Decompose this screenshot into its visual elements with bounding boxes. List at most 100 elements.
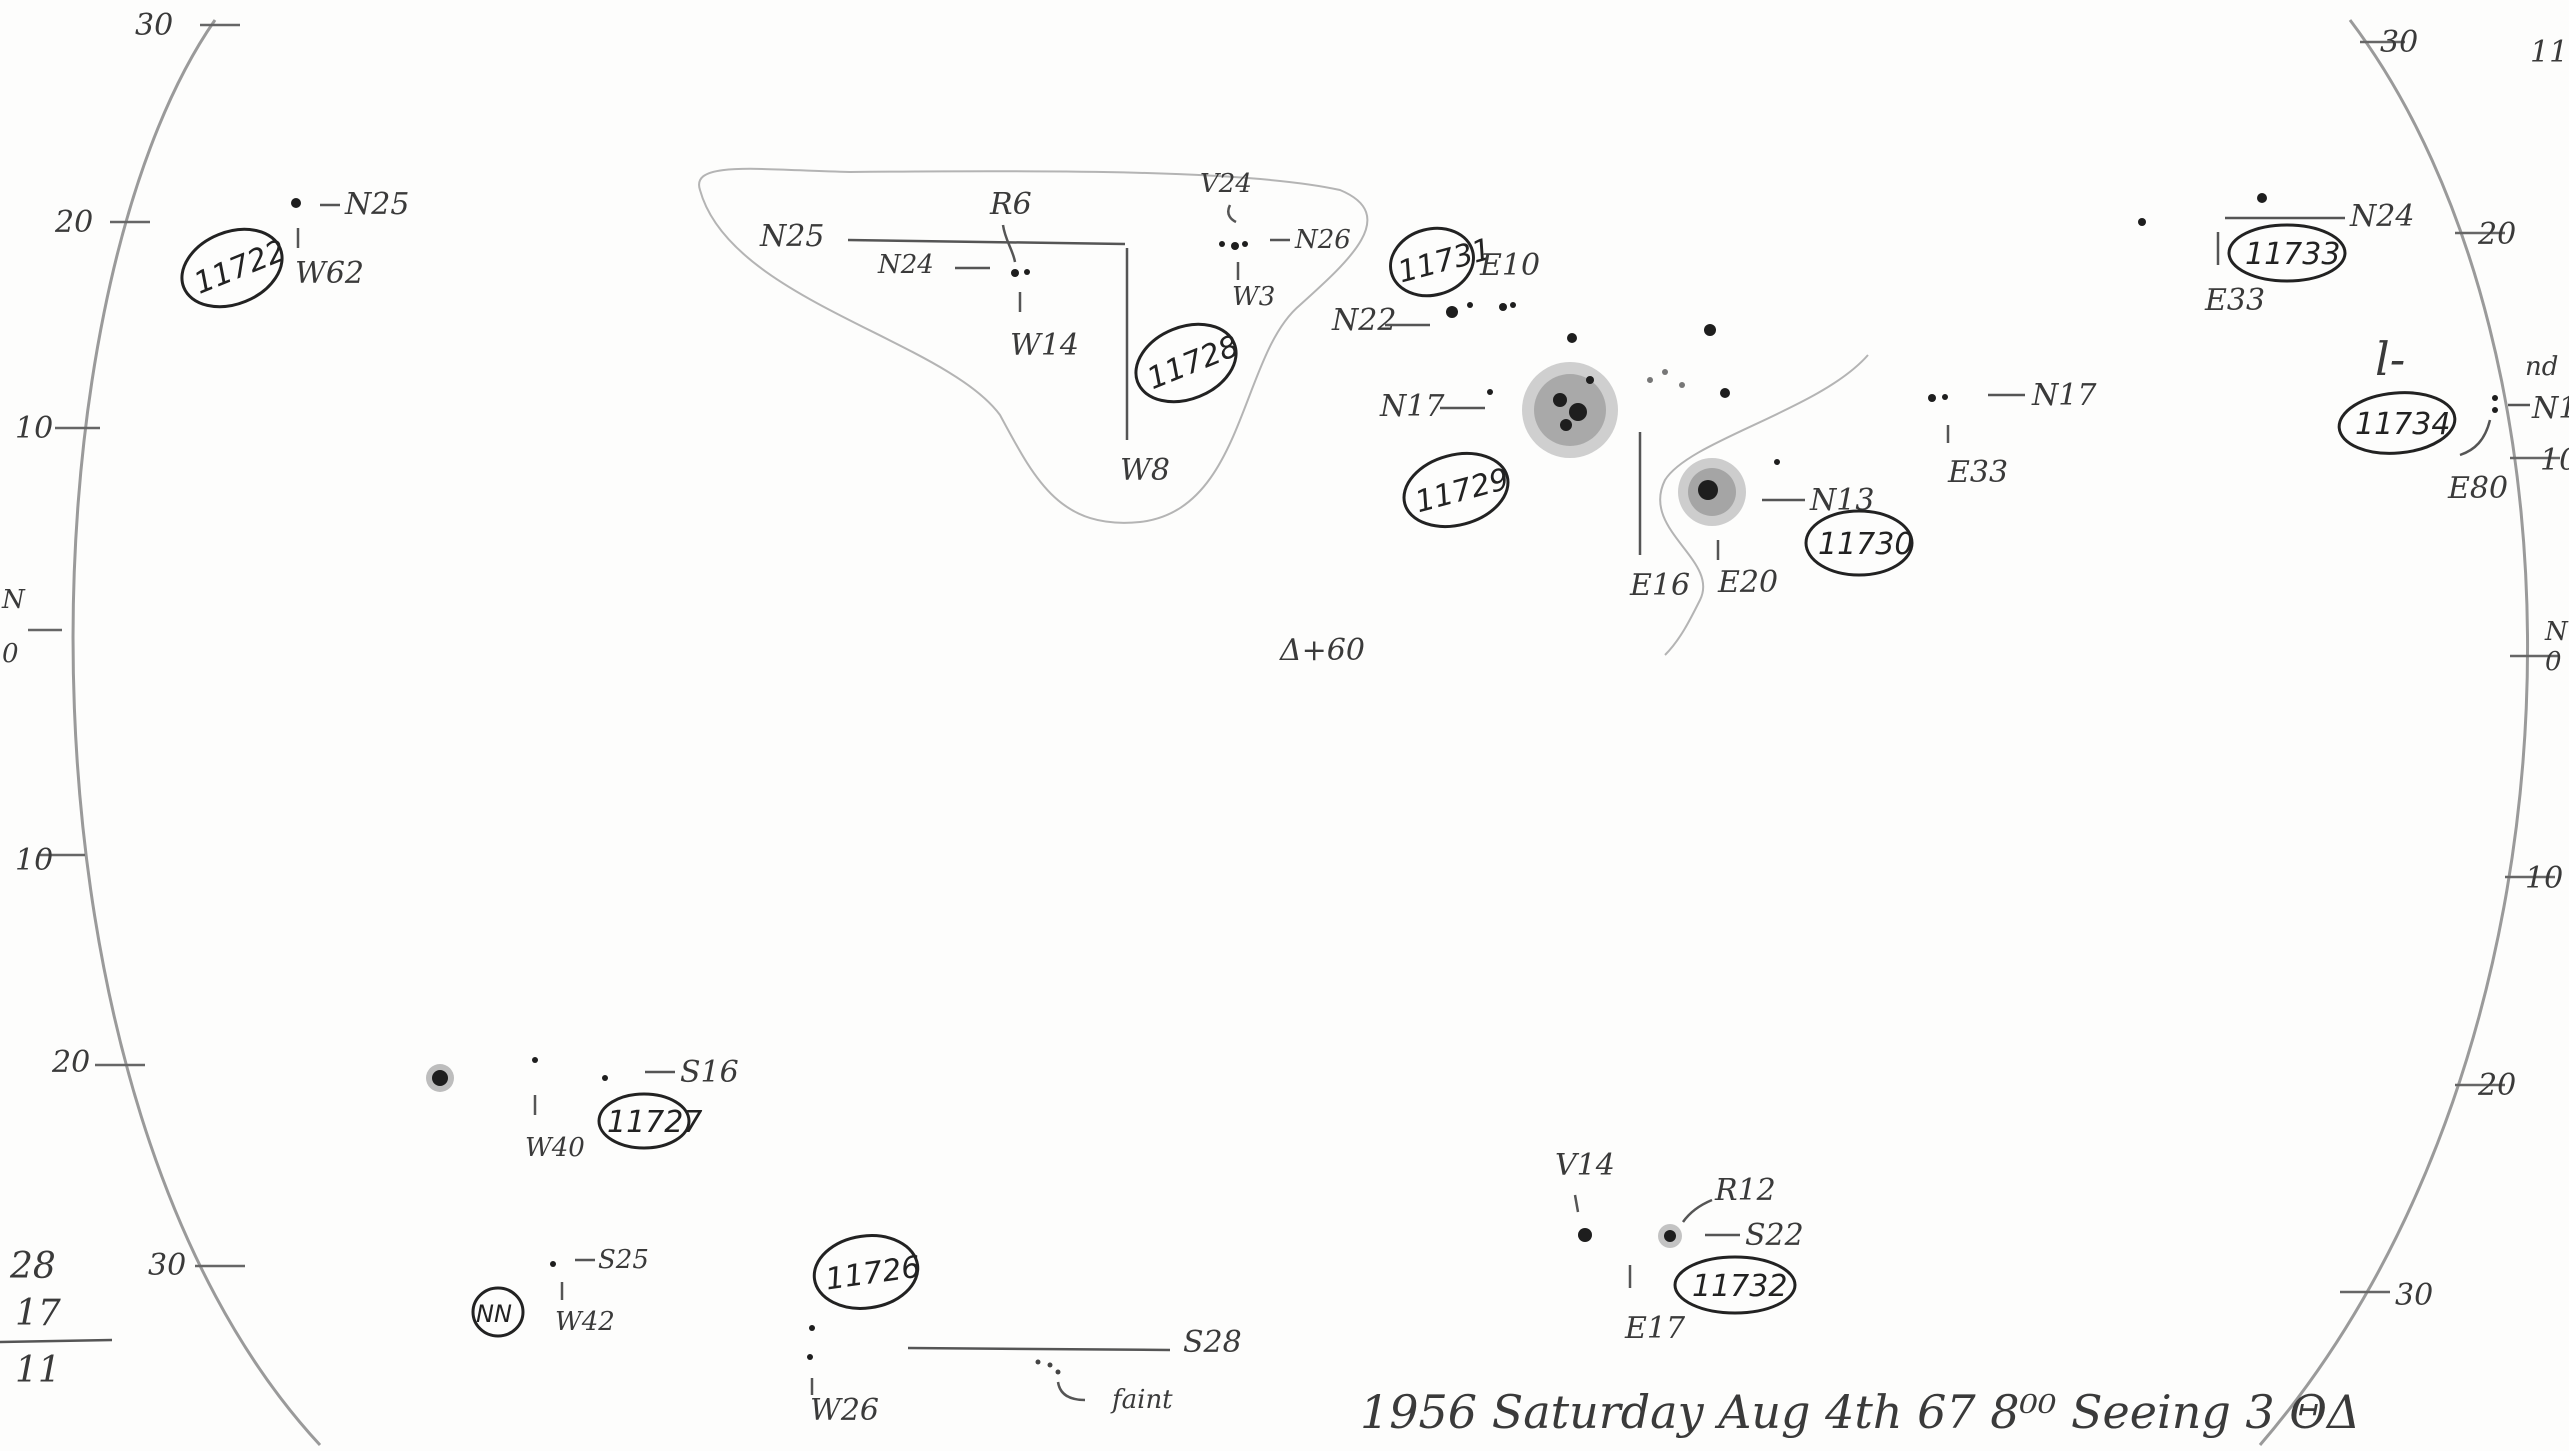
sunspot xyxy=(532,1057,538,1063)
sunspot xyxy=(1231,242,1239,250)
sunspot xyxy=(1219,241,1225,247)
group-number-oval xyxy=(812,1234,920,1310)
group-number-oval xyxy=(597,1092,691,1150)
group-11728-label-h: W3 xyxy=(1232,282,1275,312)
sunspot xyxy=(1487,389,1493,395)
sunspot xyxy=(1704,324,1716,336)
group-11728-label-a: N25 xyxy=(759,219,824,254)
sunspot xyxy=(2492,395,2498,401)
group-11732-label-a: V14 xyxy=(1555,1148,1615,1183)
sunspot xyxy=(1011,269,1019,277)
group-number-oval xyxy=(471,1286,525,1338)
group-11726-lat: S28 xyxy=(1183,1325,1242,1360)
group-11728: N25 N24 R6 W14 W8 11728 V24 N26 W3 xyxy=(698,167,1369,524)
group-n17: N17 E33 xyxy=(1928,378,2097,490)
group-11733-number: 11733 xyxy=(2245,237,2340,272)
left-limb-arc xyxy=(71,19,322,1447)
group-number-oval xyxy=(2227,223,2347,283)
group-boundary-outline xyxy=(698,167,1369,524)
tally-line-1: 28 xyxy=(9,1246,56,1287)
group-number-oval xyxy=(2337,391,2457,455)
tick-left-30-bottom: 30 xyxy=(148,1248,186,1283)
group-11727-lon: W40 xyxy=(525,1133,585,1163)
spot-tally: 28 17 11 xyxy=(0,1246,113,1391)
group-11732-number: 11732 xyxy=(1692,1269,1787,1304)
sunspot-umbra xyxy=(1560,419,1572,431)
tick-left-10-top: 10 xyxy=(15,411,53,446)
tick-right-n: N xyxy=(2544,617,2569,647)
group-11733-lon: E33 xyxy=(2204,283,2265,318)
group-11734-note-a: l- xyxy=(2375,332,2405,386)
group-nn-lon: W42 xyxy=(555,1307,615,1337)
group-number-oval xyxy=(1402,452,1510,528)
sunspot xyxy=(1578,1228,1592,1242)
right-limb-arc xyxy=(2258,19,2530,1446)
tick-right-30-top: 30 xyxy=(2380,25,2418,60)
group-11732: V14 R12 S22 E17 11732 xyxy=(1555,1148,1804,1346)
group-nn-number: NN xyxy=(476,1300,512,1328)
sunspot xyxy=(1446,306,1458,318)
group-number-oval xyxy=(1804,509,1914,577)
group-n17-lon: E33 xyxy=(1947,455,2008,490)
group-11730-extra: E16 xyxy=(1629,568,1690,603)
sunspot-umbra xyxy=(432,1070,448,1086)
group-number-oval xyxy=(1673,1255,1797,1315)
tick-left-0: 0 xyxy=(2,639,19,669)
corner-mark: 11. xyxy=(2530,35,2569,70)
group-number-oval xyxy=(180,227,284,309)
group-n17-lat: N17 xyxy=(2031,378,2097,413)
group-11731-lon: E10 xyxy=(1479,248,1540,283)
tick-left-20-bottom: 20 xyxy=(51,1045,90,1080)
observation-note: 1956 Saturday Aug 4th 67 8⁰⁰ Seeing 3 ΘΔ xyxy=(1360,1385,2360,1439)
group-11732-label-b: R12 xyxy=(1714,1173,1776,1208)
group-11730-number: 11730 xyxy=(1818,527,1913,562)
sunspot xyxy=(1774,459,1780,465)
group-11728-label-e: W8 xyxy=(1120,453,1170,488)
right-latitude-ticks: 30 20 10 N 0 10 20 30 xyxy=(2340,25,2569,1313)
sunspot xyxy=(1586,376,1594,384)
sunspot xyxy=(2257,193,2267,203)
sunspot xyxy=(550,1261,556,1267)
group-11722: N25 W62 11722 xyxy=(180,187,409,309)
group-11734-lat: N1 xyxy=(2531,391,2569,426)
tick-left-10-bottom: 10 xyxy=(15,843,53,878)
tick-right-20-bottom: 20 xyxy=(2477,1068,2516,1103)
group-11730: N13 E20 E16 11730 xyxy=(1629,354,1914,656)
tick-left-n: N xyxy=(1,585,26,615)
group-11734-number: 11734 xyxy=(2355,407,2450,442)
tick-left-30-top: 30 xyxy=(135,8,173,43)
sunspot-umbra xyxy=(1569,403,1587,421)
sunspot xyxy=(1720,388,1730,398)
sunspot xyxy=(807,1354,813,1360)
sunspot-umbra xyxy=(1664,1230,1676,1242)
tally-line-3: 11 xyxy=(15,1350,61,1391)
group-11726-lon: W26 xyxy=(810,1393,879,1428)
sunspot xyxy=(1499,303,1507,311)
group-11727-number: 11727 xyxy=(607,1105,702,1140)
group-11727-lat: S16 xyxy=(680,1055,739,1090)
group-11730-lon: E20 xyxy=(1717,565,1778,600)
sunspot xyxy=(2492,407,2498,413)
sunspot xyxy=(1928,394,1936,402)
group-number-oval xyxy=(1389,226,1475,298)
tick-right-0: 0 xyxy=(2545,647,2562,677)
group-11732-lat: S22 xyxy=(1745,1218,1804,1253)
neutral-line xyxy=(1659,354,1869,656)
group-11733: N24 11733 E33 xyxy=(2138,193,2414,318)
group-11728-label-c: R6 xyxy=(989,187,1032,222)
group-nn: NN S25 W42 xyxy=(471,1245,649,1338)
sunspot-umbra xyxy=(1553,393,1567,407)
sunspot-umbra xyxy=(1698,480,1718,500)
sunspot xyxy=(291,198,301,208)
sunspot xyxy=(1467,302,1473,308)
group-11734-note-b: nd xyxy=(2525,352,2558,382)
group-11727: S16 W40 11727 xyxy=(426,1055,739,1163)
group-11734: l- nd 11734 N1 E80 xyxy=(2337,332,2569,506)
sunspot xyxy=(809,1325,815,1331)
sunspot xyxy=(602,1075,608,1081)
group-11729-number: 11729 xyxy=(1412,462,1513,521)
group-11728-label-g: N26 xyxy=(1294,225,1351,255)
sunspot xyxy=(1942,394,1948,400)
